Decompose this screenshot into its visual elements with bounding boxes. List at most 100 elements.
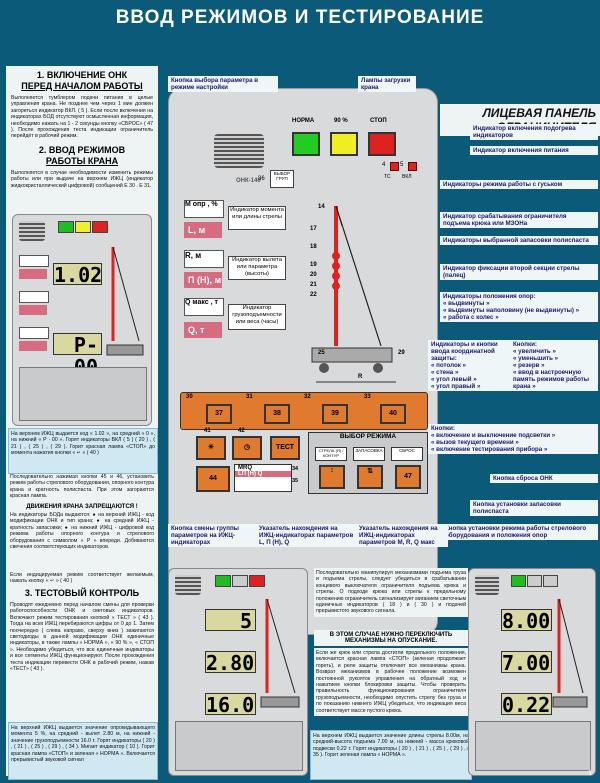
mini-lamp-90 xyxy=(75,221,91,233)
ind-22: 22 xyxy=(310,292,317,298)
reeving-button[interactable]: ЗАПАСОВКА xyxy=(353,447,385,461)
section2-warning: ДВИЖЕНИЯ КРАНА ЗАПРЕЩАЮТСЯ ! xyxy=(26,504,138,510)
ann-value-4: « ввод в настроечную память режимов рабо… xyxy=(513,369,590,390)
ann-value-2: « уменьшить » xyxy=(513,355,559,362)
section1-subtitle: ПЕРЕД НАЧАЛОМ РАБОТЫ xyxy=(21,81,143,91)
section2-text2: Последовательно нажимая кнопки 45 и 46, … xyxy=(10,474,154,500)
middle-bold: В ЭТОМ СЛУЧАЕ НУЖНО ПЕРЕКЛЮЧИТЬ МЕХАНИЗМ… xyxy=(314,630,468,646)
ind-30: 30 xyxy=(186,394,193,400)
mini-display-mid: 2.80 xyxy=(205,651,256,675)
page-number: 1 xyxy=(588,770,592,777)
ann-load-lamps: Лампы загрузки крана xyxy=(358,76,416,92)
ind-33: 33 xyxy=(364,394,371,400)
panel-title-line1: ЛИЦЕВАЯ ПАНЕЛЬ xyxy=(482,106,596,120)
mode-select-title: ВЫБОР РЕЖИМА xyxy=(339,433,397,440)
section1-text: Выполняется тумблером подачи питания в ц… xyxy=(11,95,153,140)
mode-up-button[interactable]: ↕ xyxy=(319,465,345,489)
ann-group-switch: Кнопка смены группы параметров на ИЖЦ-ин… xyxy=(168,524,256,547)
section2-subtitle: РАБОТЫ КРАНА xyxy=(45,155,119,166)
section2-text4: На индикаторы БОДа выдаются: ● на верхни… xyxy=(10,512,154,551)
ind-29: 29 xyxy=(398,350,405,356)
test-button[interactable]: ТЕСТ xyxy=(270,436,300,460)
angle-right-button[interactable]: 40 xyxy=(380,404,406,424)
section3-title: 3. ТЕСТОВЫЙ КОНТРОЛЬ xyxy=(24,588,140,598)
ann-coord-4: « угол правый » xyxy=(431,383,481,390)
page-title: ВВОД РЕЖИМОВ И ТЕСТИРОВАНИЕ xyxy=(115,7,485,28)
ann-value-buttons: Кнопки: « увеличить » « уменьшить » « ре… xyxy=(510,340,598,391)
ind-19: 19 xyxy=(310,262,317,268)
lamp-stop xyxy=(368,132,396,156)
speaker-grille xyxy=(214,134,264,168)
ind-34: 34 xyxy=(292,466,299,472)
ann-func-1: « включение и выключение подсветки » xyxy=(431,432,556,439)
ann-reeving-button: Кнопка установки запасовки полиспаста xyxy=(470,500,598,516)
mode-reeving-button[interactable]: ⇅ xyxy=(357,465,383,489)
middle-text2: Если же крюк или стрела достигли предель… xyxy=(314,648,468,717)
speaker-grille xyxy=(175,575,201,595)
ind-35: 35 xyxy=(292,478,299,484)
ann-reset-button: Кнопка сброса ОНК xyxy=(490,474,598,483)
lamp-90 xyxy=(330,132,358,156)
mode-select-block: ВЫБОР РЕЖИМА СТРЕЛА (Я) / КОНТУР ЗАПАСОВ… xyxy=(308,432,428,494)
mini-crane-diagram xyxy=(106,246,144,356)
ann-coord-title: Индикаторы и кнопки ввода координатной з… xyxy=(431,341,498,362)
load-indicator-label: Индикатор грузоподъемности или веса (час… xyxy=(228,304,286,330)
mini-display-top: 1.02 xyxy=(53,263,103,287)
backlight-button[interactable]: ☀ xyxy=(196,436,226,460)
clock-button[interactable]: ◷ xyxy=(232,436,262,460)
crane-diagram xyxy=(311,205,396,383)
ann-coord-2: « стена » xyxy=(431,369,459,376)
section3-text: Проводят ежедневно перед началом смены д… xyxy=(10,602,154,673)
radius-indicator-label: Индикатор вылета или параметра (высоты) xyxy=(228,256,286,280)
group-switch-button[interactable]: 44 xyxy=(196,466,230,492)
r-arrow-label: R xyxy=(358,374,363,380)
ceiling-button[interactable]: 37 xyxy=(206,404,232,424)
ann-hook-limit: Индикатор срабатывания ограничителя подъ… xyxy=(440,212,598,228)
ann-func-title: Кнопки: xyxy=(431,425,455,432)
wall-button[interactable]: 38 xyxy=(264,404,290,424)
middle-note: На верхнем ИЖЦ выдается значение длины с… xyxy=(310,730,472,780)
vkl-label: ВКЛ xyxy=(402,174,412,180)
mini-panel-test-right: 8.00 7.00 0.22 xyxy=(468,568,596,776)
ind-25: 25 xyxy=(318,350,325,356)
ann-value-1: « увеличить » xyxy=(513,348,556,355)
ann-outriggers-3: « работа с колес » xyxy=(443,314,499,321)
power-indicator xyxy=(408,162,417,171)
lamp-stop-label: СТОП xyxy=(370,118,387,124)
mini-lamp-stop xyxy=(92,221,108,233)
ind-20: 20 xyxy=(310,272,317,278)
mini-display-top: 5 xyxy=(205,609,256,632)
section2-note: На верхнем ИЖЦ выдается код « 1.02 », на… xyxy=(8,428,158,474)
mini-lamp-norma xyxy=(58,221,74,233)
r-m-label: R, м xyxy=(184,250,224,268)
section2-text5: Если индицируемая режим соответствует же… xyxy=(10,572,154,585)
mini-lamp-stop xyxy=(543,575,558,587)
l-m-label: L, м xyxy=(184,222,222,238)
ann-mode-button: Кнопка установки режима работы стреловог… xyxy=(442,524,598,540)
ann-coord-3: « угол левый » xyxy=(431,376,477,383)
p-h-label: П (Н), м xyxy=(184,272,222,288)
mini-button-block xyxy=(175,721,303,771)
ann-function-buttons: Кнопки: « включение и выключение подсвет… xyxy=(428,424,598,454)
section3-note: На верхний ИЖЦ выдается значение опрокид… xyxy=(8,722,158,780)
pointer-block: MRQ LП (Н) Q xyxy=(234,464,292,492)
ann-power-indicator: Индикатор включения питания xyxy=(470,146,598,155)
mini-panel-test-left: 5 2.80 16.0 xyxy=(168,568,308,776)
ann-reeving-indicators: Индикаторы выбранной запасовки полиспаст… xyxy=(440,236,598,245)
section2-title: 2. ВВОД РЕЖИМОВ xyxy=(38,144,126,155)
angle-left-button[interactable]: 39 xyxy=(322,404,348,424)
select-group-button[interactable]: ВЫБОР ГРУП xyxy=(270,170,294,188)
ann-outriggers-1: « выдвинуты » xyxy=(443,300,490,307)
boom-contour-button[interactable]: СТРЕЛА (Я) / КОНТУР xyxy=(315,447,347,461)
mini-crane-diagram xyxy=(552,598,588,708)
reset-label-button[interactable]: СБРОС xyxy=(391,447,423,461)
mini-display-mid: 7.00 xyxy=(501,651,552,675)
ind-31: 31 xyxy=(246,394,253,400)
ann-value-title: Кнопки: xyxy=(513,341,537,348)
ann-coord-protection: Индикаторы и кнопки ввода координатной з… xyxy=(428,340,510,391)
ind-32: 32 xyxy=(304,394,311,400)
ann-outriggers-title: Индикаторы положения опор: xyxy=(443,293,536,300)
reset-button[interactable]: 47 xyxy=(395,465,421,489)
middle-text: Последовательно манипулируя механизмами … xyxy=(314,568,468,617)
ind-18: 18 xyxy=(310,244,317,250)
